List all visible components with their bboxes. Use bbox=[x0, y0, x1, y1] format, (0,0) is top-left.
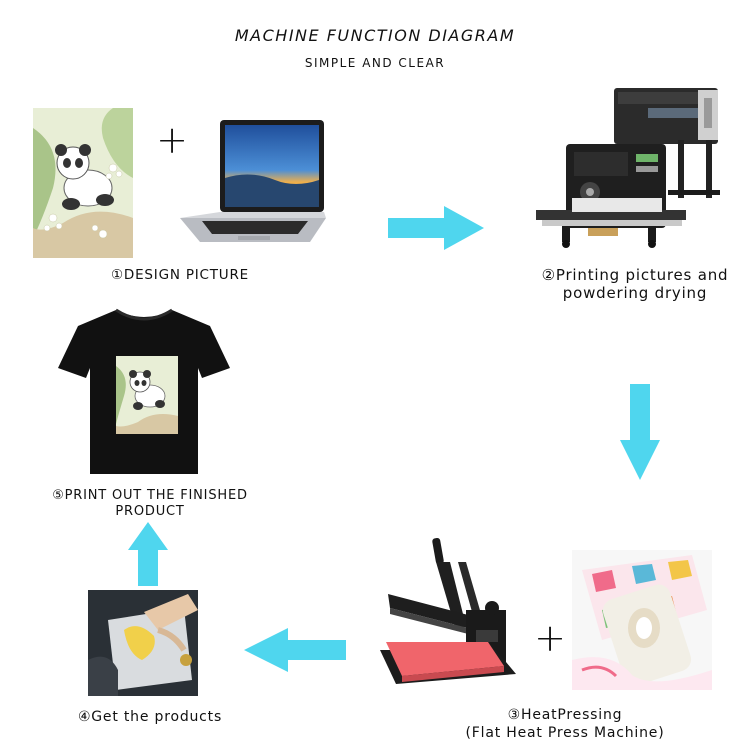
plus-sign-1: + bbox=[156, 118, 188, 162]
arrow-up-icon bbox=[128, 522, 168, 586]
step-4-label: ④Get the products bbox=[60, 709, 240, 725]
dtf-printer-image bbox=[528, 80, 732, 250]
plus-sign-2: + bbox=[534, 616, 566, 660]
arrow-left-icon bbox=[244, 628, 346, 672]
step-2-label: ②Printing pictures and powdering drying bbox=[520, 266, 750, 302]
step-1-label: ①DESIGN PICTURE bbox=[80, 267, 280, 283]
peeling-product-image bbox=[88, 590, 198, 696]
step-3-label: ③HeatPressing (Flat Heat Press Machine) bbox=[440, 706, 690, 742]
finished-tshirt-image bbox=[58, 306, 230, 476]
arrow-right-icon bbox=[388, 206, 484, 250]
transfer-film-roll-image bbox=[572, 550, 712, 690]
step-3-text-line2: (Flat Heat Press Machine) bbox=[465, 725, 665, 741]
step-2-text-line2: powdering drying bbox=[562, 284, 708, 302]
step-3-text-line1: ③HeatPressing bbox=[507, 707, 623, 723]
diagram-subtitle: SIMPLE AND CLEAR bbox=[304, 56, 446, 70]
step-5-label: ⑤PRINT OUT THE FINISHED PRODUCT bbox=[30, 488, 270, 520]
panda-picture bbox=[33, 108, 133, 258]
step-2-text-line1: ②Printing pictures and bbox=[541, 266, 729, 284]
arrow-down-icon bbox=[620, 384, 660, 480]
step-5-text-line2: PRODUCT bbox=[115, 504, 185, 519]
step-5-text-line1: ⑤PRINT OUT THE FINISHED bbox=[52, 488, 248, 503]
heat-press-machine-image bbox=[380, 534, 524, 700]
step-4-text: ④Get the products bbox=[77, 709, 223, 725]
diagram-title: MACHINE FUNCTION DIAGRAM bbox=[234, 26, 516, 45]
laptop-image bbox=[180, 118, 326, 244]
step-1-text: ①DESIGN PICTURE bbox=[110, 267, 249, 283]
